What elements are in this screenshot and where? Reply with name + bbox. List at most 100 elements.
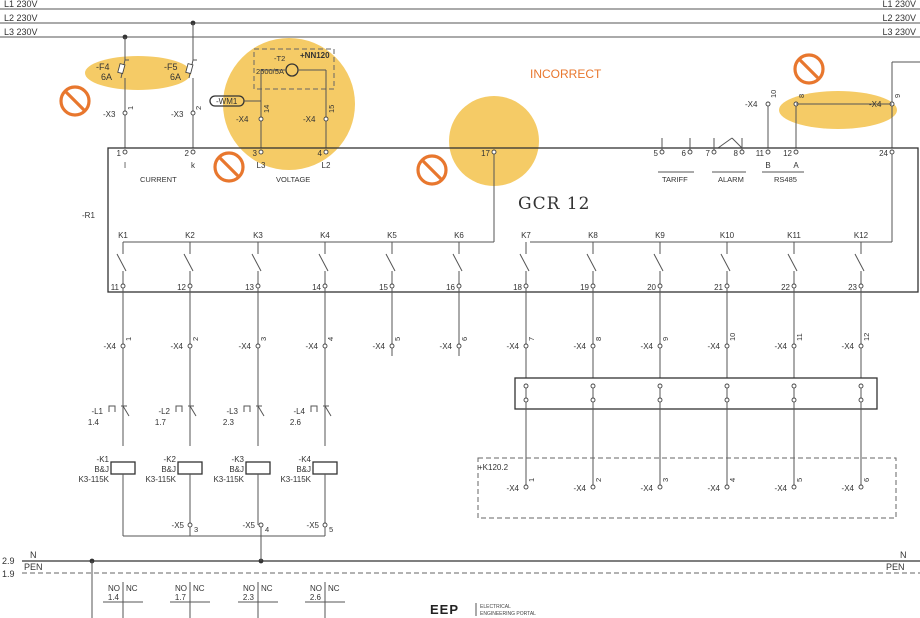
input-terminal-sub: B xyxy=(765,161,770,170)
bus-l1-label-right: L1 230V xyxy=(882,0,916,9)
x4-terminal-7 xyxy=(523,343,529,349)
fuse-f5-rating: 6A xyxy=(170,72,181,82)
relay-terminal-num: 11 xyxy=(111,283,120,292)
relay-terminal-14 xyxy=(322,283,328,289)
relay-label-k2: K2 xyxy=(185,231,195,240)
bus-l3-label-right: L3 230V xyxy=(882,27,916,37)
group-voltage-label: VOLTAGE xyxy=(276,175,310,184)
x4-terminal-num: 5 xyxy=(393,337,402,341)
relay-terminal-19 xyxy=(590,283,596,289)
relay-terminal-15 xyxy=(389,283,395,289)
input-terminal-sub: L3 xyxy=(257,161,266,170)
relay-outputs: K111K212K313K414K515K616K718K819K920K102… xyxy=(111,231,869,292)
remote-terminal-num: 6 xyxy=(862,478,871,482)
eep-logo: EEP ELECTRICAL ENGINEERING PORTAL xyxy=(430,602,536,617)
remote-terminal-2 xyxy=(590,484,596,490)
x4-terminal-4 xyxy=(322,343,328,349)
input-terminal-num: 6 xyxy=(682,149,687,158)
prohibited-sign-voltage xyxy=(213,151,245,183)
xref-no: NO xyxy=(108,584,120,593)
x4-terminal-num: 7 xyxy=(527,337,536,341)
x4-terminal-tag: -X4 xyxy=(440,342,453,351)
input-terminal-6 xyxy=(687,149,693,155)
x4-terminal-tag: -X4 xyxy=(641,342,654,351)
x4-9-num: 9 xyxy=(893,94,902,98)
x5-terminal-num: 4 xyxy=(265,525,269,534)
x4-terminal-tag: -X4 xyxy=(507,342,520,351)
x4-terminal-tag: -X4 xyxy=(842,342,855,351)
contactor-name: -K2 xyxy=(164,455,177,464)
relay-label-k4: K4 xyxy=(320,231,330,240)
contactor-name: -K1 xyxy=(97,455,110,464)
device-title: GCR 12 xyxy=(518,194,590,214)
relay-label-k6: K6 xyxy=(454,231,464,240)
relay-terminal-num: 23 xyxy=(848,283,857,292)
x4-terminal-tag: -X4 xyxy=(104,342,117,351)
input-terminal-num: 2 xyxy=(185,149,190,158)
xref-nc: NC xyxy=(126,584,138,593)
limit-switch-ref: 2.6 xyxy=(290,418,302,427)
input-terminal-num: 11 xyxy=(756,149,765,158)
input-terminal-sub: l xyxy=(124,161,126,170)
x4-terminal-num: 2 xyxy=(191,337,200,341)
voltage-transformer-area: +NN120 -T2 2500/5A -WM1 -X4 14 -X4 15 xyxy=(209,48,336,148)
contactor-name: -K3 xyxy=(232,455,245,464)
remote-terminal-num: 4 xyxy=(728,478,737,482)
x4-terminal-8 xyxy=(590,343,596,349)
highlight-rs485-terminal xyxy=(779,91,897,129)
relay-terminal-num: 15 xyxy=(379,283,388,292)
limit-switch-name: -L3 xyxy=(226,407,238,416)
x4-terminal-11 xyxy=(791,343,797,349)
input-terminal-8 xyxy=(739,149,745,155)
relay-terminal-num: 18 xyxy=(513,283,522,292)
remote-terminal-num: 3 xyxy=(661,478,670,482)
fuse-f4-rating: 6A xyxy=(101,72,112,82)
x4-terminal-num: 9 xyxy=(661,337,670,341)
xref-no: NO xyxy=(310,584,322,593)
xref-no: NO xyxy=(243,584,255,593)
input-terminal-num: 17 xyxy=(481,149,490,158)
logo-line1: ELECTRICAL xyxy=(480,604,511,610)
relay-label-k10: K10 xyxy=(720,231,735,240)
x4-terminal-tag: -X4 xyxy=(775,342,788,351)
vt-name: -T2 xyxy=(274,54,285,63)
x4-terminal-10 xyxy=(724,343,730,349)
relay-terminal-21 xyxy=(724,283,730,289)
x4-15-tag: -X4 xyxy=(303,115,316,124)
xref-ref: 2.6 xyxy=(310,593,322,602)
relay-label-k11: K11 xyxy=(787,231,801,240)
remote-terminal-5 xyxy=(791,484,797,490)
prohibited-sign-terminal-17 xyxy=(416,154,448,186)
remote-terminal-tag: -X4 xyxy=(708,484,721,493)
remote-terminal-tag: -X4 xyxy=(775,484,788,493)
contactor-coil xyxy=(177,461,203,475)
xref-no: NO xyxy=(175,584,187,593)
remote-location: +K120.2 xyxy=(478,463,509,472)
pen-bus-label-right: PEN xyxy=(886,562,905,572)
input-terminal-sub: k xyxy=(191,161,196,170)
limit-switch-name: -L2 xyxy=(158,407,170,416)
relay-terminal-11 xyxy=(120,283,126,289)
remote-terminal-4 xyxy=(724,484,730,490)
x4-14-tag: -X4 xyxy=(236,115,249,124)
contactor-model: K3-115K xyxy=(280,475,311,484)
x4-terminal-5 xyxy=(389,343,395,349)
input-terminal-num: 5 xyxy=(654,149,659,158)
relay-terminal-22 xyxy=(791,283,797,289)
x3-2-num: 2 xyxy=(194,106,203,110)
logo-line2: ENGINEERING PORTAL xyxy=(480,611,536,617)
limit-switch-name: -L4 xyxy=(293,407,305,416)
contactor-brand: B&J xyxy=(94,465,109,474)
input-terminal-5 xyxy=(659,149,665,155)
x4-terminal-tag: -X4 xyxy=(574,342,587,351)
contactor-brand: B&J xyxy=(161,465,176,474)
remote-terminal-num: 2 xyxy=(594,478,603,482)
x4-terminal-tag: -X4 xyxy=(708,342,721,351)
gcr12-device: -R1 GCR 12 CURRENT VOLTAGE TARIFF ALARM … xyxy=(82,147,919,293)
x5-terminal-num: 3 xyxy=(194,525,198,534)
contactor-coil xyxy=(245,461,271,475)
contactor-model: K3-115K xyxy=(78,475,109,484)
input-terminal-num: 12 xyxy=(783,149,792,158)
remote-terminal-tag: -X4 xyxy=(507,484,520,493)
x4-terminal-num: 3 xyxy=(259,337,268,341)
